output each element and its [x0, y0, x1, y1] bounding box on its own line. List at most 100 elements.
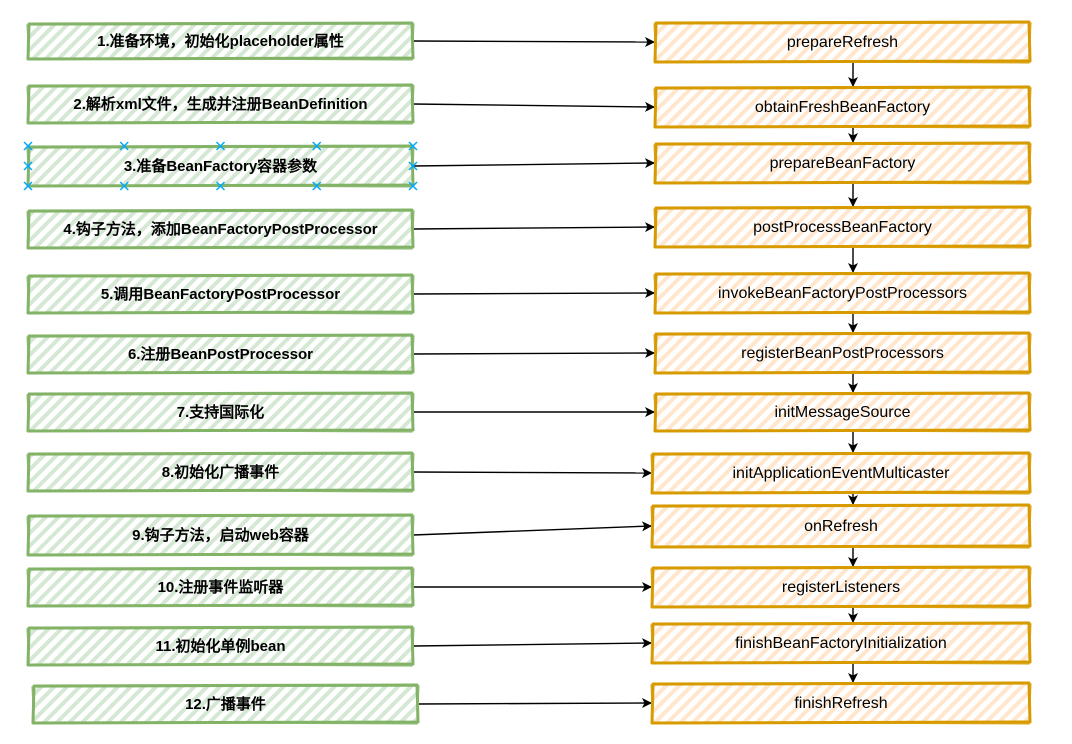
- step-label-6: 6.注册BeanPostProcessor: [128, 345, 313, 363]
- resize-handle-icon[interactable]: [23, 141, 33, 151]
- mapping-arrow-4: [412, 222, 655, 233]
- method-box-10-fill: [652, 567, 1030, 607]
- step-box-2[interactable]: 2.解析xml文件，生成并注册BeanDefinition: [26, 83, 415, 125]
- resize-handle-icon[interactable]: [119, 181, 129, 191]
- mapping-arrow-2: [412, 101, 655, 112]
- step-label-12: 12.广播事件: [185, 695, 266, 713]
- links-layer: [412, 36, 858, 709]
- boxes-layer: 1.准备环境，初始化placeholder属性 2.解析xml文件，生成并注册Be…: [26, 20, 1032, 725]
- resize-handle-icon[interactable]: [312, 181, 322, 191]
- method-box-1[interactable]: prepareRefresh: [653, 20, 1032, 64]
- step-box-10-fill: [28, 568, 413, 606]
- step-box-7-fill: [28, 393, 413, 431]
- method-label-4: postProcessBeanFactory: [753, 219, 932, 236]
- step-label-10: 10.注册事件监听器: [158, 578, 285, 596]
- method-box-7-outline-sketch: [653, 393, 1032, 433]
- step-label-5: 5.调用BeanFactoryPostProcessor: [101, 286, 340, 303]
- step-box-1-fill: [28, 23, 413, 59]
- method-box-4-outline-sketch: [653, 207, 1032, 249]
- resize-handle-icon[interactable]: [312, 141, 322, 151]
- step-box-12[interactable]: 12.广播事件: [31, 683, 420, 725]
- method-box-8-fill: [652, 453, 1030, 493]
- method-box-9[interactable]: onRefresh: [650, 503, 1032, 549]
- step-box-1-outline-sketch: [26, 23, 415, 61]
- method-box-6[interactable]: registerBeanPostProcessors: [653, 331, 1032, 375]
- method-box-3-fill: [655, 143, 1030, 183]
- method-box-6-fill: [655, 333, 1030, 373]
- method-box-3-outline-sketch: [653, 143, 1032, 185]
- resize-handle-icon[interactable]: [408, 181, 418, 191]
- resize-handle-icon[interactable]: [119, 141, 129, 151]
- method-box-5[interactable]: invokeBeanFactoryPostProcessors: [653, 271, 1032, 315]
- step-box-9-fill: [28, 515, 413, 555]
- step-box-9-outline-sketch: [26, 515, 415, 557]
- method-box-8[interactable]: initApplicationEventMulticaster: [650, 451, 1032, 495]
- step-box-1[interactable]: 1.准备环境，初始化placeholder属性: [26, 21, 415, 61]
- step-label-1: 1.准备环境，初始化placeholder属性: [97, 32, 344, 50]
- method-box-8-outline-sketch: [650, 453, 1032, 495]
- method-box-5-fill: [655, 273, 1030, 313]
- step-box-11-outline-sketch: [26, 627, 415, 667]
- method-box-10[interactable]: registerListeners: [650, 565, 1032, 609]
- method-box-4[interactable]: postProcessBeanFactory: [653, 205, 1032, 249]
- method-box-5-outline-sketch: [653, 273, 1032, 315]
- step-box-10[interactable]: 10.注册事件监听器: [26, 566, 415, 608]
- method-box-4-fill: [655, 207, 1030, 247]
- method-box-12-fill: [652, 683, 1030, 723]
- resize-handle-icon[interactable]: [215, 181, 226, 191]
- mapping-arrow-8: [412, 467, 652, 478]
- step-box-11[interactable]: 11.初始化单例bean: [26, 625, 415, 667]
- method-box-12-outline-sketch: [650, 683, 1032, 725]
- method-box-1-outline-sketch: [653, 22, 1032, 64]
- method-box-6-outline-sketch: [653, 333, 1032, 375]
- method-box-2-fill: [655, 87, 1030, 127]
- method-box-9-outline-sketch: [650, 505, 1032, 549]
- method-label-1: prepareRefresh: [787, 34, 898, 51]
- step-label-4: 4.钩子方法，添加BeanFactoryPostProcessor: [63, 220, 377, 238]
- step-box-7[interactable]: 7.支持国际化: [26, 391, 415, 433]
- method-box-11-fill: [652, 623, 1030, 663]
- step-box-8[interactable]: 8.初始化广播事件: [26, 451, 415, 493]
- method-label-10: registerListeners: [782, 579, 900, 596]
- step-box-6[interactable]: 6.注册BeanPostProcessor: [26, 333, 415, 375]
- resize-handle-icon[interactable]: [23, 181, 33, 191]
- selection-handles[interactable]: [23, 141, 418, 191]
- method-box-2-outline-sketch: [653, 87, 1032, 129]
- step-box-9[interactable]: 9.钩子方法，启动web容器: [26, 513, 415, 557]
- method-box-12[interactable]: finishRefresh: [650, 681, 1032, 725]
- step-box-2-outline-sketch: [26, 85, 415, 125]
- resize-handle-icon[interactable]: [408, 161, 418, 171]
- method-box-1-fill: [655, 22, 1030, 62]
- step-box-4-fill: [28, 210, 413, 248]
- method-label-5: invokeBeanFactoryPostProcessors: [718, 285, 967, 302]
- method-label-7: initMessageSource: [774, 404, 910, 421]
- step-box-6-fill: [28, 335, 413, 373]
- method-label-8: initApplicationEventMulticaster: [733, 465, 951, 482]
- step-box-8-fill: [28, 453, 413, 491]
- step-box-5[interactable]: 5.调用BeanFactoryPostProcessor: [26, 273, 415, 315]
- method-box-3[interactable]: prepareBeanFactory: [653, 141, 1032, 185]
- method-label-12: finishRefresh: [794, 695, 887, 712]
- resize-handle-icon[interactable]: [215, 141, 226, 151]
- step-box-6-outline-sketch: [26, 335, 415, 375]
- resize-handle-icon[interactable]: [408, 141, 418, 151]
- mapping-arrow-3: [412, 158, 655, 169]
- method-box-11[interactable]: finishBeanFactoryInitialization: [650, 621, 1032, 665]
- step-box-4[interactable]: 4.钩子方法，添加BeanFactoryPostProcessor: [26, 208, 415, 250]
- method-box-7-fill: [655, 393, 1030, 431]
- method-box-7[interactable]: initMessageSource: [653, 391, 1032, 433]
- step-label-3: 3.准备BeanFactory容器参数: [124, 157, 318, 175]
- step-label-2: 2.解析xml文件，生成并注册BeanDefinition: [73, 95, 367, 113]
- method-box-2[interactable]: obtainFreshBeanFactory: [653, 85, 1032, 129]
- method-label-2: obtainFreshBeanFactory: [755, 99, 930, 116]
- method-box-10-outline-sketch: [650, 567, 1032, 609]
- step-box-3[interactable]: 3.准备BeanFactory容器参数: [26, 144, 415, 188]
- mapping-arrow-11: [412, 638, 652, 649]
- method-label-9: onRefresh: [804, 518, 878, 535]
- step-box-3-fill: [28, 146, 413, 186]
- step-box-2-fill: [28, 85, 413, 123]
- step-box-11-fill: [28, 627, 413, 665]
- method-label-6: registerBeanPostProcessors: [741, 345, 944, 362]
- resize-handle-icon[interactable]: [23, 161, 33, 171]
